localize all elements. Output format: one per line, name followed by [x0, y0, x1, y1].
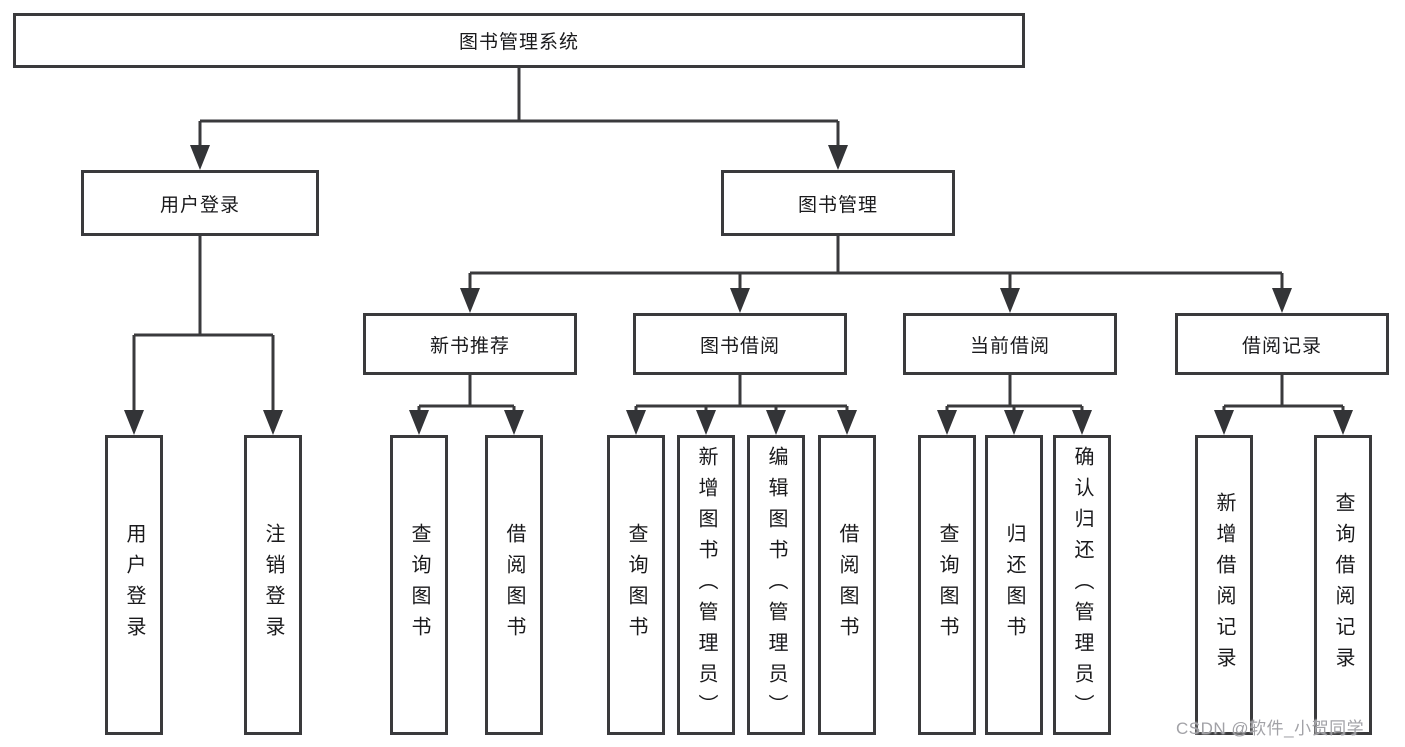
arrowheads: [124, 145, 1353, 435]
node-book-borrowing: 图书借阅: [633, 313, 847, 375]
node-leaf-br-add-record: 新增借阅记录: [1195, 435, 1253, 735]
node-leaf-cb-query-books: 查询图书: [918, 435, 976, 735]
node-leaf-cb-confirm-return-admin: 确认归还（管理员）: [1053, 435, 1111, 735]
node-leaf-user-login: 用户登录: [105, 435, 163, 735]
node-root: 图书管理系统: [13, 13, 1025, 68]
csdn-watermark: CSDN @软件_小贺同学: [1176, 719, 1365, 738]
node-leaf-nb-borrow-books: 借阅图书: [485, 435, 543, 735]
node-user-login-branch: 用户登录: [81, 170, 319, 236]
node-leaf-nb-query-books: 查询图书: [390, 435, 448, 735]
node-current-borrowing: 当前借阅: [903, 313, 1117, 375]
node-leaf-br-query-record: 查询借阅记录: [1314, 435, 1372, 735]
node-leaf-bb-borrow-books: 借阅图书: [818, 435, 876, 735]
node-leaf-bb-query-books: 查询图书: [607, 435, 665, 735]
node-leaf-cb-return-books: 归还图书: [985, 435, 1043, 735]
node-leaf-bb-add-books-admin: 新增图书（管理员）: [677, 435, 735, 735]
node-book-management-branch: 图书管理: [721, 170, 955, 236]
node-leaf-bb-edit-books-admin: 编辑图书（管理员）: [747, 435, 805, 735]
node-leaf-logout: 注销登录: [244, 435, 302, 735]
node-borrowing-records: 借阅记录: [1175, 313, 1389, 375]
node-new-book-recommend: 新书推荐: [363, 313, 577, 375]
